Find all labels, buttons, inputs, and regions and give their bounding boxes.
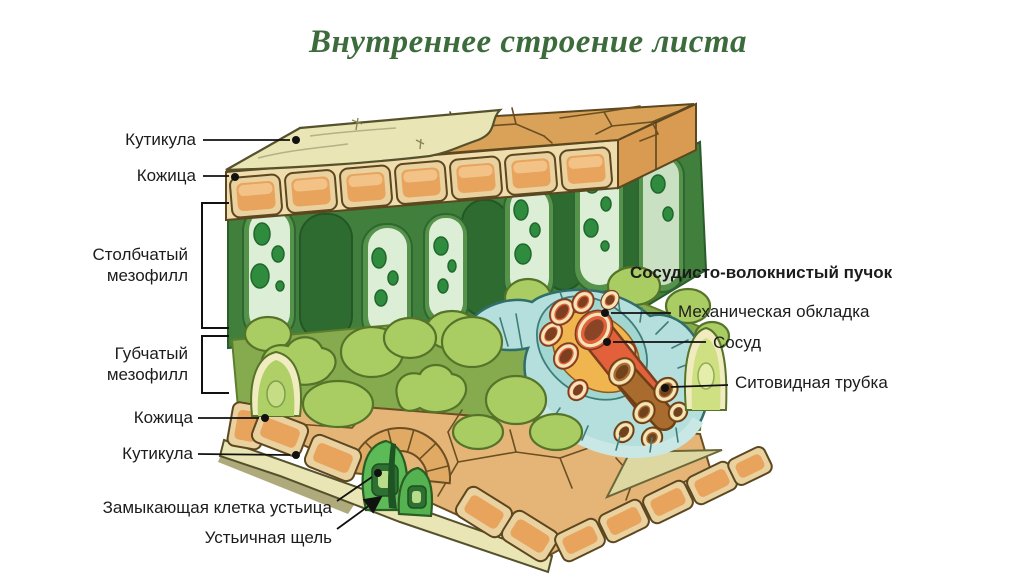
label-vessel: Сосуд	[713, 333, 762, 352]
label-cuticle-top: Кутикула	[125, 130, 196, 149]
spongy-mesophyll-cells	[250, 315, 728, 452]
page-title: Внутреннее строение листа	[308, 24, 748, 60]
label-sieve-tube: Ситовидная трубка	[735, 373, 888, 392]
bracket-palisade	[201, 202, 229, 329]
label-cuticle-bottom: Кутикула	[122, 444, 193, 463]
stomatal-slit-arrow	[336, 495, 383, 530]
upper-epidermis-front-cells	[229, 146, 613, 219]
upper-epidermis-layer	[225, 102, 697, 222]
label-stomatal-slit: Устьичная щель	[204, 528, 332, 547]
leader-lines	[197, 136, 729, 530]
label-mechanical-sheath: Механическая обкладка	[678, 302, 870, 321]
chloroplasts	[250, 170, 674, 307]
cuticle-top-layer	[225, 108, 503, 172]
label-epidermis-top: Кожица	[136, 166, 196, 185]
label-vascular-bundle: Сосудисто-волокнистый пучок	[630, 263, 893, 282]
bracket-spongy	[201, 335, 229, 394]
label-guard-cell: Замыкающая клетка устьица	[102, 498, 332, 517]
label-palisade-mesophyll: Столбчатый мезофилл	[92, 245, 188, 285]
stomatal-slit	[387, 443, 397, 509]
cuticle-bottom-right-wing	[604, 449, 723, 499]
spongy-cut-cell-left	[250, 350, 302, 417]
label-epidermis-bottom: Кожица	[133, 408, 193, 427]
spongy-cut-cell-right	[684, 326, 728, 411]
label-spongy-mesophyll: Губчатый мезофилл	[106, 344, 188, 384]
